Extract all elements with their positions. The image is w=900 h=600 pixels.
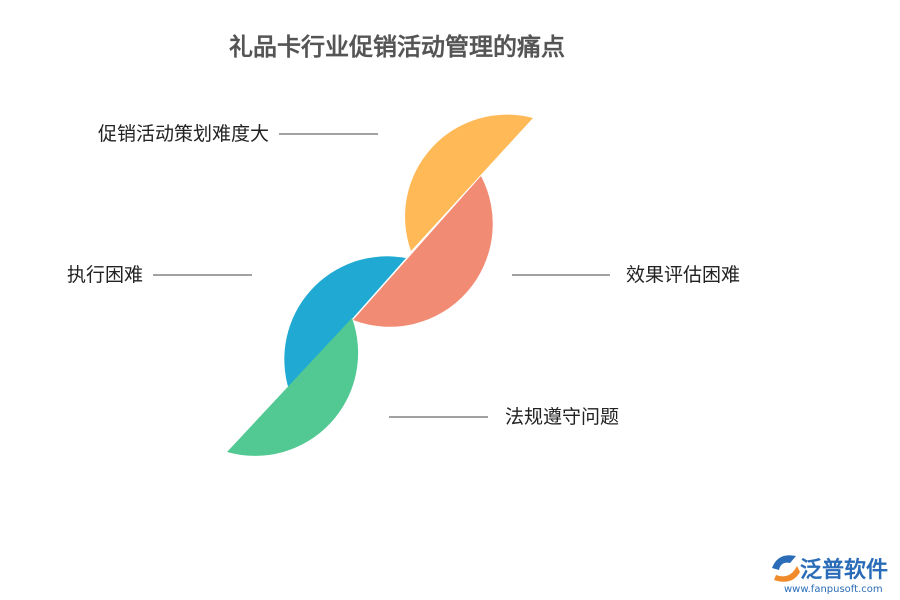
label-execution: 执行困难: [67, 264, 143, 286]
label-evaluation: 效果评估困难: [626, 264, 740, 286]
petal-evaluation: [353, 176, 493, 327]
logo-url: www.fanpusoft.com: [784, 584, 883, 595]
logo-name: 泛普软件: [800, 557, 888, 583]
petal-planning: [405, 114, 533, 251]
petal-compliance: [227, 318, 359, 456]
petal-execution: [284, 256, 406, 390]
label-planning: 促销活动策划难度大: [98, 123, 269, 145]
fanpu-logo-icon: [772, 555, 800, 582]
label-compliance: 法规遵守问题: [505, 406, 619, 428]
fanpu-logo: 泛普软件 www.fanpusoft.com: [772, 555, 888, 595]
diagram-title: 礼品卡行业促销活动管理的痛点: [229, 33, 565, 61]
